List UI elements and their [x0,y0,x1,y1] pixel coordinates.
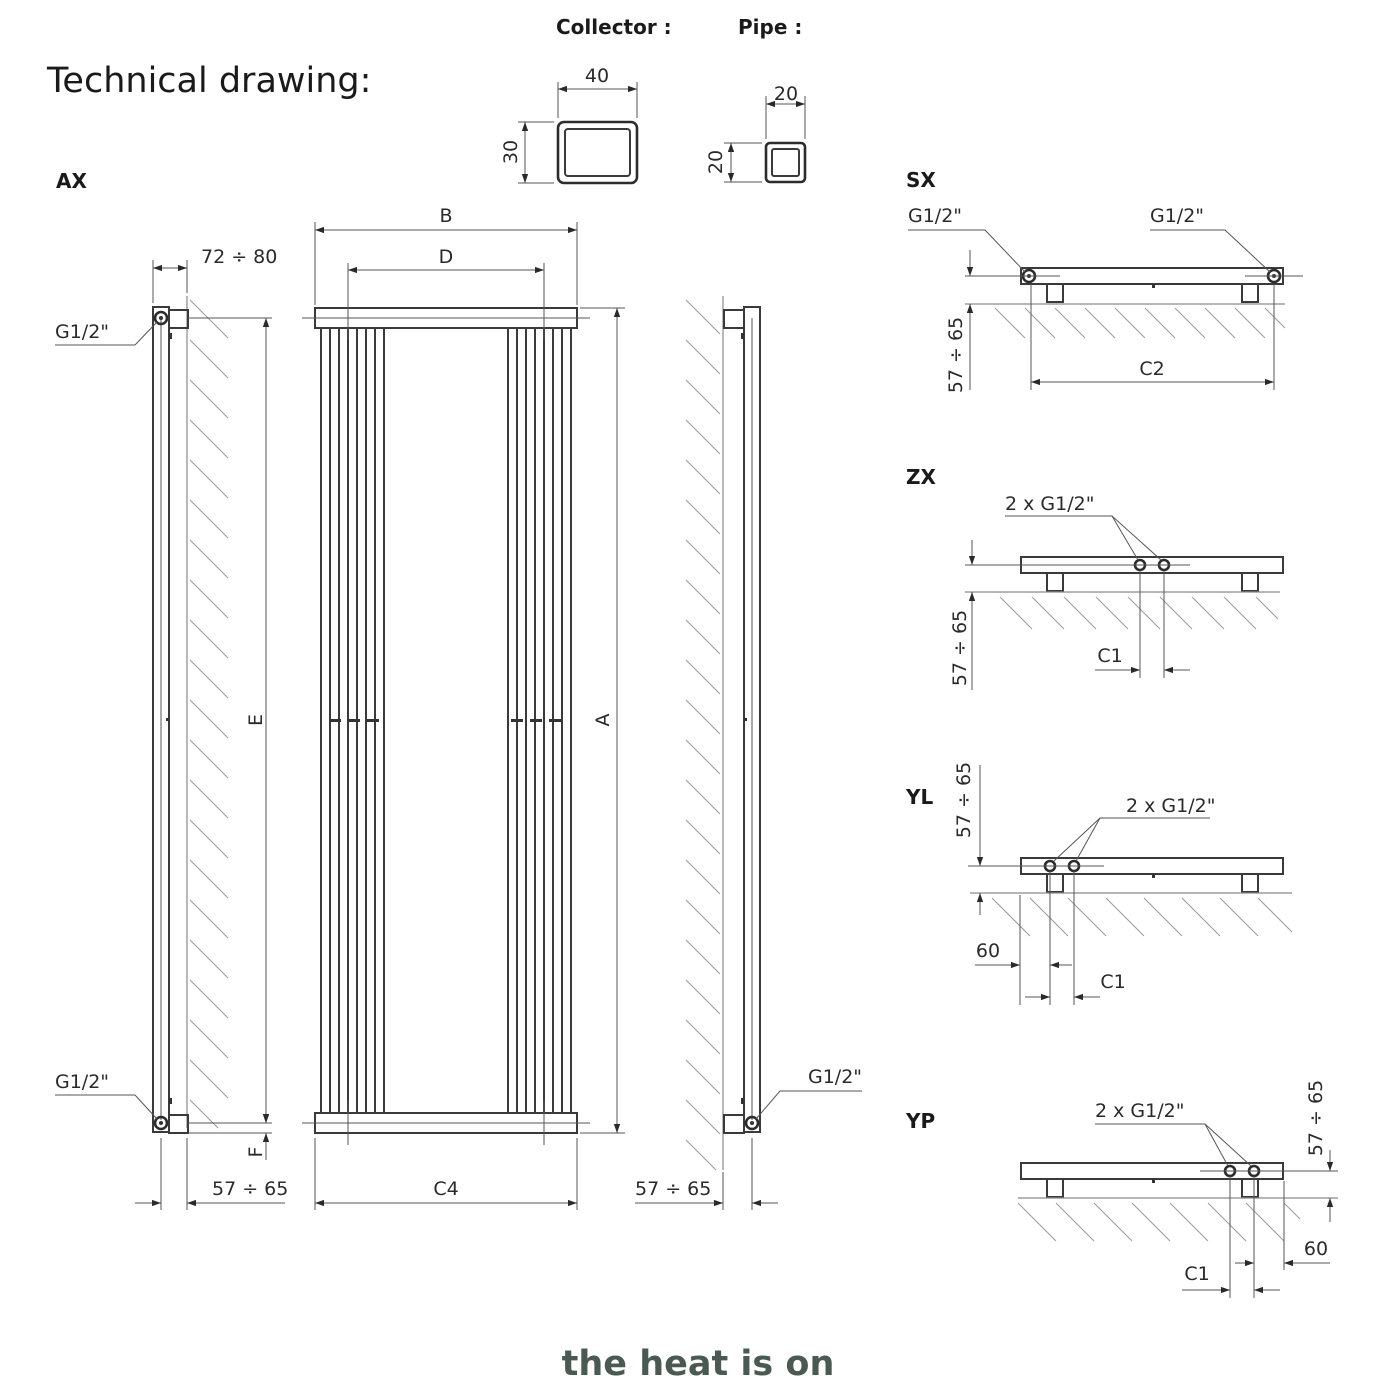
yp-sixty-label: 60 [1304,1238,1328,1260]
sx-left-connection-label: G1/2" [908,205,962,227]
page-title: Technical drawing: [46,61,371,101]
sx-c2-label: C2 [1139,358,1164,380]
ax-c4-label: C4 [433,1178,458,1200]
yp-c1-label: C1 [1184,1263,1209,1285]
ax-right-offset-label: 57 ÷ 65 [635,1178,711,1200]
pipe-width-label: 20 [774,83,798,105]
ax-a-label: A [592,714,614,727]
collector-width-label: 40 [585,65,609,87]
zx-heading: ZX [906,465,937,489]
ax-d-label: D [439,246,454,268]
collector-height-label: 30 [500,140,522,164]
ax-b-label: B [439,205,452,227]
ax-wall-gap-label: 72 ÷ 80 [201,246,277,268]
yl-offset-label: 57 ÷ 65 [953,762,975,838]
ax-left-top-connection-label: G1/2" [55,321,109,343]
yl-c1-label: C1 [1100,971,1125,993]
ax-right-connection-label: G1/2" [808,1066,862,1088]
yp-view [1017,1123,1338,1298]
ax-left-bottom-connection-label: G1/2" [55,1071,109,1093]
ax-front-view [302,222,625,1210]
sx-offset-label: 57 ÷ 65 [945,317,967,393]
sx-right-connection-label: G1/2" [1150,205,1204,227]
yp-offset-label: 57 ÷ 65 [1305,1080,1327,1156]
yl-sixty-label: 60 [976,940,1000,962]
sx-heading: SX [906,168,936,192]
yl-view [968,765,1293,1005]
pipe-height-label: 20 [705,150,727,174]
ax-side-view-left [55,260,285,1210]
sx-view [908,229,1303,390]
collector-profile [518,82,639,185]
ax-e-label: E [245,714,267,726]
yp-heading: YP [905,1109,935,1133]
zx-c1-label: C1 [1097,645,1122,667]
pipe-profile [724,96,807,184]
ax-left-offset-label: 57 ÷ 65 [212,1178,288,1200]
ax-heading: AX [56,169,87,193]
brand-logo: the heat is on [562,1344,835,1384]
zx-view [965,515,1284,690]
yl-connection-label: 2 x G1/2" [1126,795,1215,817]
ax-f-label: F [245,1147,267,1158]
yp-connection-label: 2 x G1/2" [1095,1100,1184,1122]
zx-connection-label: 2 x G1/2" [1005,493,1094,515]
collector-heading: Collector : [556,15,672,39]
pipe-heading: Pipe : [738,15,802,39]
yl-heading: YL [905,785,933,809]
zx-offset-label: 57 ÷ 65 [949,610,971,686]
ax-side-view-right [635,296,862,1210]
